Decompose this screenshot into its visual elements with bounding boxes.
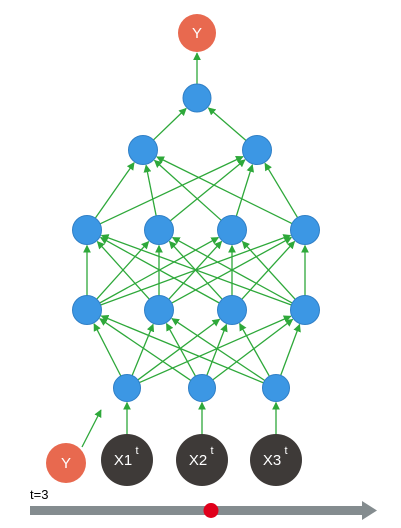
- edge: [99, 156, 244, 225]
- input-superscript: t: [284, 445, 287, 457]
- hidden-node: [182, 83, 212, 113]
- edge: [239, 322, 270, 377]
- timestep-marker: [203, 503, 219, 518]
- hidden-node: [113, 374, 141, 402]
- input-node: [250, 434, 302, 486]
- input-superscript: t: [135, 445, 138, 457]
- hidden-node: [242, 135, 272, 165]
- edge: [152, 107, 187, 141]
- input-superscript: t: [210, 445, 213, 457]
- edge: [137, 318, 221, 381]
- hidden-node: [188, 374, 216, 402]
- feedback-arrow: [81, 409, 102, 448]
- hidden-node: [72, 295, 102, 325]
- hidden-node: [144, 295, 174, 325]
- timeline-arrowhead: [362, 501, 377, 520]
- edge: [171, 318, 266, 382]
- edge: [99, 318, 192, 381]
- input-label: X2: [189, 452, 207, 469]
- edge: [212, 318, 294, 381]
- input-label: X3: [263, 452, 281, 469]
- output-node: [178, 14, 216, 52]
- edge: [153, 159, 222, 221]
- hidden-node: [72, 215, 102, 245]
- edge: [207, 107, 247, 141]
- timestep-label: t=3: [30, 487, 49, 502]
- edge: [100, 314, 264, 384]
- timeline: [30, 501, 377, 520]
- input-node: [101, 434, 153, 486]
- edge: [96, 240, 150, 300]
- connections: [81, 52, 309, 448]
- timeline-bar: [30, 506, 364, 515]
- edge: [139, 315, 292, 384]
- hidden-node: [217, 295, 247, 325]
- edge: [241, 240, 296, 300]
- hidden-node: [144, 215, 174, 245]
- input-label: X1: [114, 452, 132, 469]
- hidden-node: [262, 374, 290, 402]
- nodes: Y: [72, 14, 320, 402]
- edge: [169, 159, 246, 222]
- edge: [165, 322, 197, 377]
- edge: [280, 323, 301, 376]
- edge: [235, 164, 255, 217]
- feedback-node: [46, 443, 86, 483]
- edge: [264, 162, 299, 218]
- edge: [93, 323, 122, 377]
- edge: [206, 323, 228, 376]
- edge: [171, 236, 293, 304]
- feedback-label: Y: [61, 455, 71, 472]
- input-node: [176, 434, 228, 486]
- hidden-node: [290, 295, 320, 325]
- edge: [99, 236, 220, 304]
- edge: [156, 156, 293, 225]
- hidden-node: [217, 215, 247, 245]
- edge: [143, 164, 157, 216]
- edge: [94, 162, 135, 219]
- output-label: Y: [192, 25, 202, 42]
- edge: [131, 323, 155, 376]
- hidden-node: [128, 135, 158, 165]
- hidden-node: [290, 215, 320, 245]
- edge: [100, 234, 292, 306]
